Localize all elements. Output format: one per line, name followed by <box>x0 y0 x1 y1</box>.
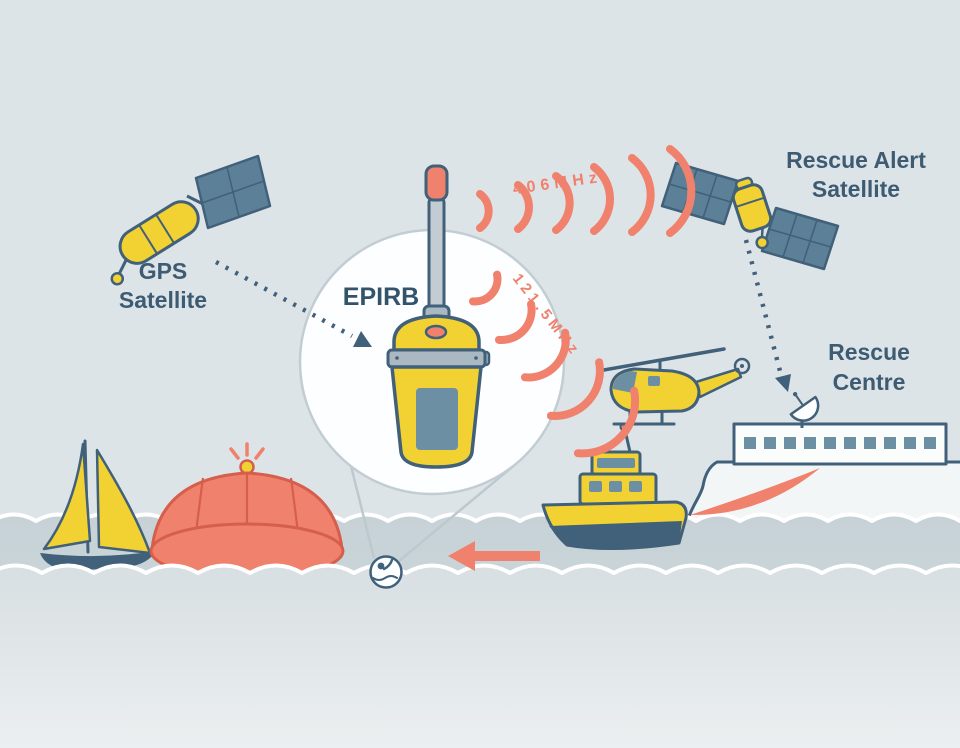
liferaft-icon <box>149 442 345 580</box>
arrow-gps-to-epirb <box>214 260 372 347</box>
satellite-antenna <box>110 271 125 286</box>
epirb-label-panel <box>416 388 458 450</box>
magnifier-cone-left <box>349 465 376 559</box>
satellite-body <box>118 200 200 265</box>
casualty-marker <box>369 555 403 589</box>
wave-line-2 <box>0 563 960 575</box>
casualty-person-icon <box>377 562 385 570</box>
sailboat-icon <box>40 439 156 571</box>
activation-button <box>424 324 448 340</box>
beacon-flash-icon <box>229 442 265 460</box>
cockpit-window <box>613 371 637 393</box>
epirb-label: EPIRB <box>343 283 419 311</box>
gps-satellite-label-line1: GPS <box>139 258 188 284</box>
rescue-centre-label-line1: Rescue <box>828 339 910 365</box>
arrow-boat-to-casualty <box>448 541 540 571</box>
epirb-device-icon <box>386 164 491 469</box>
magnifier-cone-right <box>398 462 518 562</box>
tail-rotor <box>733 357 751 375</box>
arrow-satellite-to-centre <box>743 239 791 392</box>
collar-band <box>386 348 487 369</box>
rescue-alert-label-line1: Rescue Alert <box>786 147 926 173</box>
radar-dish-icon <box>789 391 820 428</box>
signal-waves-121-5 <box>468 270 640 458</box>
lifeboat-icon <box>541 422 688 551</box>
epirb-antenna-tip <box>424 164 449 202</box>
mainsail <box>42 442 92 551</box>
rescue-alert-label-line2: Satellite <box>812 176 900 202</box>
rescue-centre-label-line2: Centre <box>833 369 906 395</box>
building-windows <box>744 437 936 449</box>
sea-foreground <box>0 565 960 748</box>
side-window <box>648 376 660 386</box>
satellite-body <box>731 183 773 233</box>
downlink-dish <box>755 235 769 250</box>
signal-waves-406 <box>476 145 696 237</box>
epirb-antenna <box>427 194 446 316</box>
rescue-satellite-icon <box>660 161 840 271</box>
gps-satellite-icon <box>110 154 272 286</box>
gps-satellite-label-line2: Satellite <box>119 287 207 313</box>
hull-waterline-band <box>549 521 682 549</box>
